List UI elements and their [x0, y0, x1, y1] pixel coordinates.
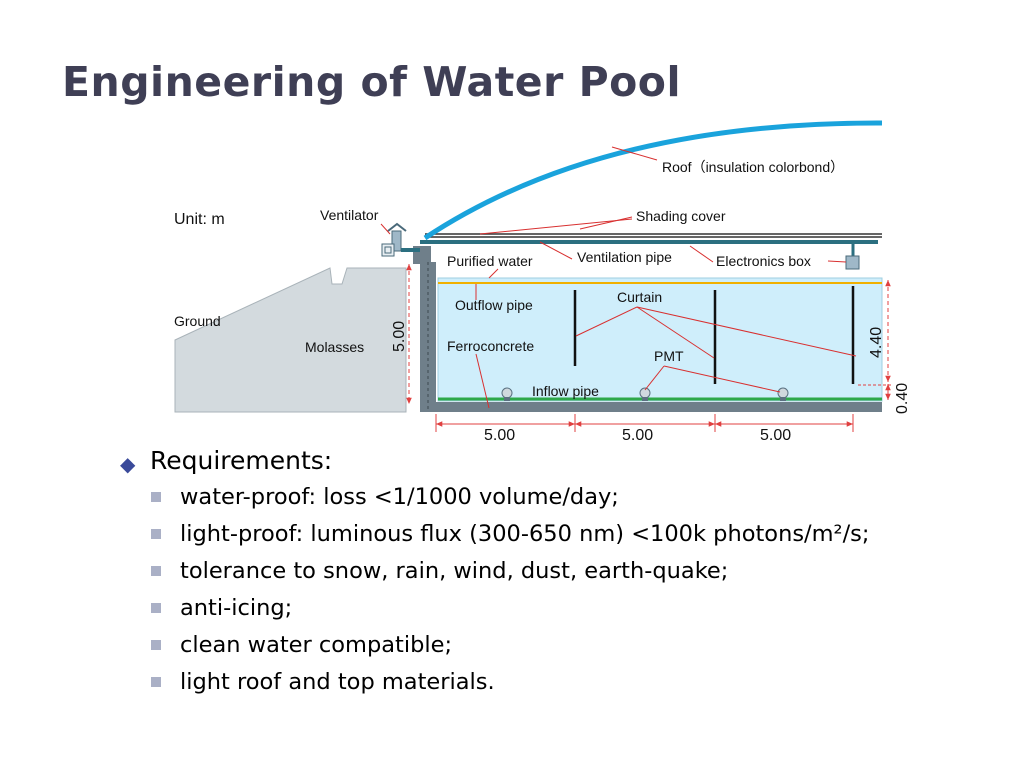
pmt-3 [777, 387, 789, 401]
requirements-heading-text: Requirements: [150, 446, 333, 475]
ventilation-pipe-label: Ventilation pipe [577, 249, 672, 265]
electronics-box [845, 255, 860, 270]
requirement-item: light roof and top materials. [151, 670, 980, 694]
span-3-dimension: 5.00 [760, 427, 791, 444]
unit-label: Unit: m [174, 211, 225, 228]
ferroconcrete-label: Ferroconcrete [447, 338, 534, 354]
inflow-pipe-label: Inflow pipe [532, 383, 599, 399]
dimension-lines [406, 264, 892, 432]
leader-lines [380, 146, 857, 409]
ground-embankment [174, 267, 407, 413]
requirement-item: tolerance to snow, rain, wind, dust, ear… [151, 559, 980, 583]
requirements-list: water-proof: loss <1/1000 volume/day; li… [120, 485, 980, 694]
square-bullet-icon [151, 492, 161, 502]
ferroconcrete-floor [420, 402, 882, 412]
square-bullet-icon [151, 603, 161, 613]
square-bullet-icon [151, 529, 161, 539]
requirement-item: light-proof: luminous flux (300-650 nm) … [151, 522, 980, 546]
pmt-2 [639, 387, 651, 401]
ground-label: Ground [174, 313, 221, 329]
purified-water-label: Purified water [447, 253, 533, 269]
square-bullet-icon [151, 677, 161, 687]
requirements-heading: ◆ Requirements: [120, 446, 980, 476]
electronics-box-label: Electronics box [716, 253, 811, 269]
slide-title: Engineering of Water Pool [62, 58, 682, 106]
shading-cover-label: Shading cover [636, 208, 726, 224]
pmt-1 [501, 387, 513, 401]
requirement-item: anti-icing; [151, 596, 980, 620]
purified-water [437, 277, 883, 402]
curtain-label: Curtain [617, 289, 662, 305]
span-1-dimension: 5.00 [484, 427, 515, 444]
pmt-label: PMT [654, 348, 684, 364]
square-bullet-icon [151, 566, 161, 576]
requirement-item: clean water compatible; [151, 633, 980, 657]
roof-label: Roof（insulation colorbond） [662, 159, 844, 175]
outflow-pipe-label: Outflow pipe [455, 297, 533, 313]
square-bullet-icon [151, 640, 161, 650]
ventilator [381, 222, 420, 257]
diamond-bullet-icon: ◆ [120, 452, 136, 476]
bottom-gap-dimension: 0.40 [894, 383, 911, 414]
span-2-dimension: 5.00 [622, 427, 653, 444]
requirements-section: ◆ Requirements: water-proof: loss <1/100… [120, 446, 980, 707]
molasses-label: Molasses [305, 339, 364, 355]
ventilator-label: Ventilator [320, 207, 379, 223]
water-depth-dimension: 4.40 [868, 327, 885, 358]
wall-height-dimension: 5.00 [391, 321, 408, 352]
requirement-item: water-proof: loss <1/1000 volume/day; [151, 485, 980, 509]
